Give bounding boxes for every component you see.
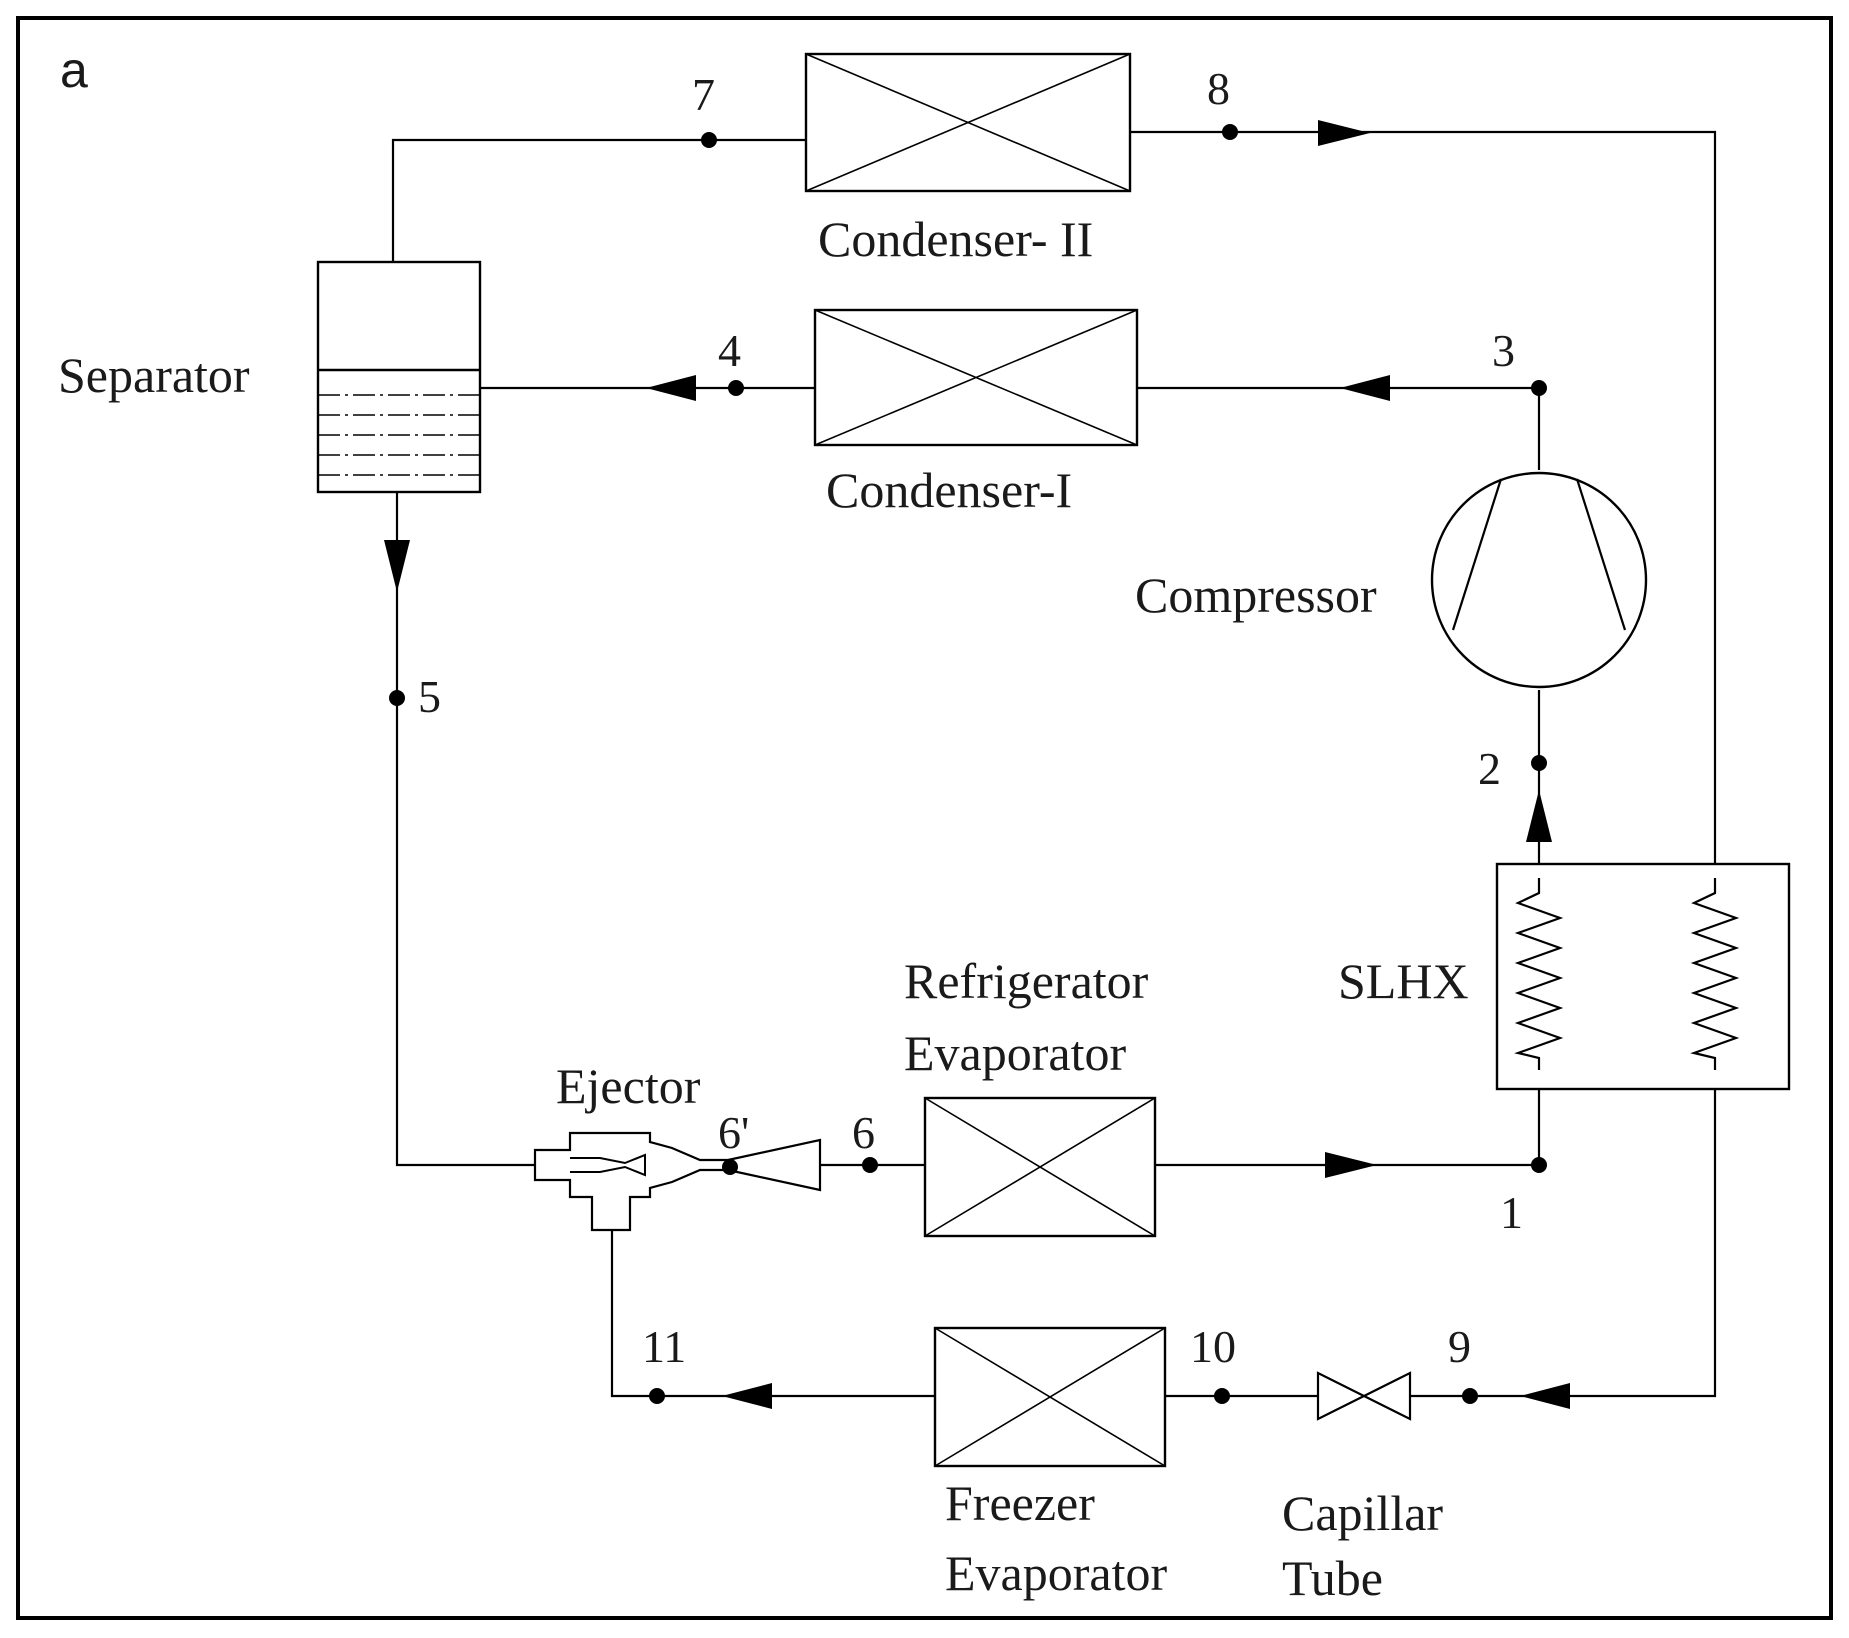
flow-arrow-left [722, 1383, 772, 1409]
refrigerator-evaporator-label-line2: Evaporator [904, 1025, 1126, 1081]
condenser-1-label: Condenser-I [826, 462, 1072, 518]
panel-label: a [60, 42, 88, 98]
ejector-label: Ejector [556, 1058, 701, 1114]
state-point-2: 2 [1478, 743, 1501, 794]
figure-frame [16, 16, 1833, 1620]
condenser-2-label: Condenser- II [818, 211, 1093, 267]
condenser-1 [813, 308, 1139, 447]
slhx-label: SLHX [1338, 953, 1469, 1009]
state-point-4: 4 [718, 325, 741, 376]
compressor-symbol [1430, 471, 1648, 689]
refrigerator-evaporator-label-line1: Refrigerator [904, 953, 1149, 1009]
capillary-tube-label-line1: Capillar [1282, 1485, 1443, 1541]
flow-arrow-right [1325, 1152, 1377, 1178]
state-point-7: 7 [692, 69, 715, 120]
flow-arrow-up [1526, 790, 1552, 842]
state-point-6: 6 [852, 1107, 875, 1158]
freezer-evaporator-label-line2: Evaporator [945, 1545, 1167, 1601]
capillary-tube-label-line2: Tube [1282, 1550, 1383, 1606]
flow-arrow-left [1340, 375, 1390, 401]
state-point-6-prime: 6' [718, 1107, 749, 1158]
state-point-8: 8 [1207, 63, 1230, 114]
state-point-1: 1 [1500, 1187, 1523, 1238]
freezer-evaporator-label-line1: Freezer [945, 1475, 1095, 1531]
state-point-9: 9 [1448, 1321, 1471, 1372]
freezer-evaporator [933, 1326, 1167, 1468]
separator-label: Separator [58, 347, 250, 403]
flow-arrow-left [1520, 1383, 1570, 1409]
slhx-exchanger [1495, 862, 1791, 1091]
separator-vessel [316, 260, 482, 494]
capillary-tube-valve [1316, 1371, 1412, 1421]
flow-arrow-right [1318, 120, 1370, 146]
flow-arrow-down [384, 540, 410, 592]
refrigerator-evaporator [923, 1096, 1157, 1238]
compressor-label: Compressor [1135, 567, 1377, 623]
state-point-5: 5 [418, 671, 441, 722]
flow-arrow-left [646, 375, 696, 401]
state-point-11: 11 [642, 1321, 686, 1372]
condenser-2 [804, 52, 1132, 193]
state-point-3: 3 [1492, 325, 1515, 376]
state-point-10: 10 [1190, 1321, 1236, 1372]
ejector-device [533, 1131, 822, 1232]
state-point-dots [389, 124, 1547, 1404]
